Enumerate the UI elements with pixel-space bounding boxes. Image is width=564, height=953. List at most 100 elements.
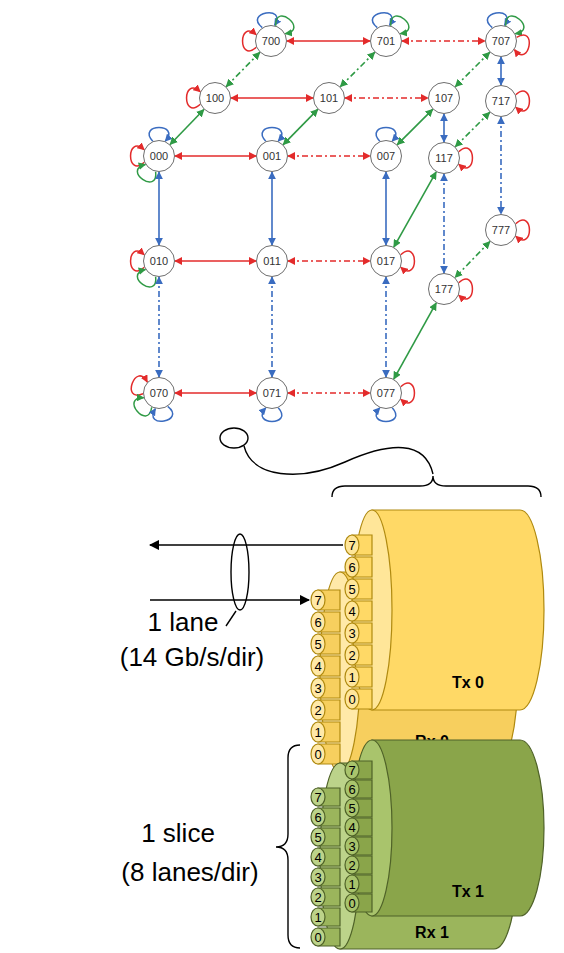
callout-label: (14 Gb/s/dir)	[120, 644, 265, 670]
lane-callout-ellipse	[231, 534, 249, 610]
lane-tube	[311, 848, 340, 866]
node-label: 010	[150, 256, 168, 267]
network-node: 717	[485, 85, 517, 117]
lane-end	[345, 856, 359, 874]
lane-tube	[311, 928, 340, 946]
lane-number: 1	[348, 878, 355, 891]
lane-tube	[311, 612, 340, 632]
group-brace	[332, 476, 541, 497]
lane-tube	[345, 894, 372, 912]
torus-link	[385, 277, 387, 377]
lane-number: 6	[348, 783, 355, 796]
wrap-loop	[516, 220, 530, 240]
torus-link	[394, 303, 436, 379]
lane-end	[345, 557, 359, 577]
torus-link	[175, 260, 256, 262]
lane-end	[311, 656, 325, 676]
cylinder-body	[372, 510, 544, 710]
lane-end	[345, 894, 359, 912]
cylinder-body	[372, 740, 544, 916]
lane-tube	[311, 744, 340, 764]
lane-tube	[311, 828, 340, 846]
node-label: 070	[150, 388, 168, 399]
node-label: 177	[435, 284, 453, 295]
lane-end	[311, 634, 325, 654]
lane-number: 2	[314, 704, 321, 717]
node-label: 077	[377, 388, 395, 399]
torus-link	[500, 117, 502, 214]
lane-end	[311, 590, 325, 610]
lane-end	[311, 808, 325, 826]
cable-label: Rx 1	[415, 925, 449, 941]
wrap-loop	[376, 408, 396, 422]
lane-end	[311, 828, 325, 846]
lane-end	[345, 667, 359, 687]
lane-number: 3	[348, 627, 355, 640]
node-label: 777	[492, 225, 510, 236]
network-node: 117	[428, 142, 460, 174]
lane-tube	[345, 623, 372, 643]
network-node: 007	[370, 140, 402, 172]
callout-ellipse	[220, 428, 248, 448]
lane-number: 0	[348, 897, 355, 910]
network-node: 101	[313, 82, 345, 114]
lane-tube	[311, 634, 340, 654]
lane-end	[345, 875, 359, 893]
torus-links	[159, 41, 501, 393]
lane-end	[345, 761, 359, 779]
network-node: 777	[485, 214, 517, 246]
cylinder-shape	[343, 738, 546, 918]
lane-tube	[311, 808, 340, 826]
lane-tube	[311, 678, 340, 698]
lane-end	[311, 848, 325, 866]
wrap-loops	[131, 13, 530, 422]
lane-number: 0	[348, 693, 355, 706]
torus-link	[443, 174, 445, 273]
lane-tube	[345, 689, 372, 709]
network-node: 000	[143, 140, 175, 172]
slice-brace	[276, 745, 300, 948]
callout-label: 1 lane	[148, 609, 219, 635]
lane-end	[311, 722, 325, 742]
torus-link	[385, 172, 387, 245]
lane-number: 2	[348, 859, 355, 872]
node-label: 017	[377, 256, 395, 267]
torus-link	[271, 277, 273, 377]
lane-tube	[311, 700, 340, 720]
torus-link	[158, 172, 160, 245]
lane-number: 4	[314, 660, 321, 673]
torus-link	[283, 109, 318, 144]
cable-label: Tx 0	[452, 675, 484, 691]
lane-end	[311, 678, 325, 698]
lane-number: 5	[348, 583, 355, 596]
wrap-loop	[459, 279, 473, 299]
network-node: 177	[428, 273, 460, 305]
torus-link	[340, 52, 374, 86]
lane-tube	[311, 908, 340, 926]
lane-tube	[311, 868, 340, 886]
lane-number: 4	[314, 851, 321, 864]
torus-link	[231, 97, 313, 99]
lane-number: 5	[348, 802, 355, 815]
torus-link	[455, 242, 490, 278]
lane-end	[345, 601, 359, 621]
node-label: 000	[150, 151, 168, 162]
node-label: 100	[206, 93, 224, 104]
torus-link	[455, 52, 489, 86]
lane-end	[345, 837, 359, 855]
lane-tube	[311, 590, 340, 610]
network-node: 010	[143, 245, 175, 277]
torus-link	[455, 112, 489, 146]
torus-link	[158, 277, 160, 377]
callout-label: (8 lanes/dir)	[121, 859, 258, 885]
cable-cylinder: Tx 1	[343, 738, 546, 918]
lane-tube	[345, 579, 372, 599]
lane-number: 2	[314, 891, 321, 904]
wrap-loop	[262, 408, 282, 422]
lane-number: 1	[314, 911, 321, 924]
torus-link	[443, 114, 445, 142]
lane-end	[345, 689, 359, 709]
lane-end	[311, 908, 325, 926]
torus-link	[226, 52, 260, 86]
